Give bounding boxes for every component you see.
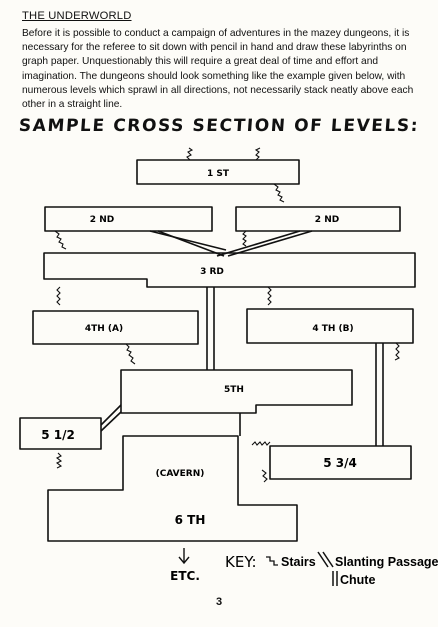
stairs-icon: [267, 286, 272, 306]
level-4b-box: [246, 308, 414, 344]
stairs-icon: [54, 230, 67, 250]
level-6-cavern-box: [47, 435, 298, 542]
key-stairs-label: Stairs: [281, 555, 316, 569]
stairs-icon: [242, 230, 247, 247]
key-chute-label: Chute: [340, 573, 375, 587]
stairs-icon: [186, 147, 194, 161]
down-arrow-icon: [178, 548, 190, 565]
etc-label: ETC.: [170, 569, 200, 583]
slanting-passage-5-to-5half: [100, 404, 122, 432]
key-title: KEY:: [225, 553, 257, 571]
level-1-box: [136, 159, 300, 185]
stairs-icon: [273, 183, 285, 203]
level-4a-label: 4TH (A): [85, 324, 123, 334]
level-5-three-quarter-box: [269, 445, 412, 480]
level-3-label: 3 RD: [200, 267, 224, 277]
level-2-right-box: [235, 206, 401, 232]
level-5-label: 5TH: [224, 385, 244, 395]
key-slanting-passage-label: Slanting Passage: [335, 555, 438, 569]
chute-4b-to-5three-quarter: [375, 343, 384, 446]
slanting-passage-2-to-3-right: [216, 230, 313, 257]
level-5-half-box: [19, 417, 102, 450]
level-4a-box: [32, 310, 199, 345]
level-2-left-box: [44, 206, 213, 232]
chute-3-to-5: [206, 287, 215, 370]
level-2-left-label: 2 ND: [90, 215, 114, 225]
level-2-right-label: 2 ND: [315, 215, 339, 225]
level-4b-label: 4 TH (B): [312, 324, 353, 334]
level-6-label: 6 TH: [175, 513, 206, 527]
stairs-icon: [251, 441, 271, 446]
section-heading: THE UNDERWORLD: [22, 10, 132, 22]
stairs-icon: [261, 469, 268, 483]
page-number: 3: [215, 596, 223, 608]
slanting-passage-key-icon: [317, 551, 334, 568]
stairs-icon: [394, 342, 400, 361]
stairs-icon: [55, 452, 63, 469]
stairs-key-icon: [266, 556, 278, 566]
level-5-three-quarter-label: 5 3/4: [323, 456, 357, 470]
level-5-half-label: 5 1/2: [41, 428, 75, 442]
section-paragraph: Before it is possible to conduct a campa…: [22, 28, 414, 111]
cavern-label: (CAVERN): [156, 469, 205, 479]
level-1-label: 1 ST: [207, 169, 230, 179]
chute-key-icon: [332, 571, 338, 586]
slanting-passage-2-to-3: [149, 230, 227, 257]
stairs-icon: [254, 147, 261, 161]
level-3-box: [43, 252, 416, 288]
stairs-icon: [56, 286, 61, 306]
stairs-icon: [125, 343, 136, 365]
